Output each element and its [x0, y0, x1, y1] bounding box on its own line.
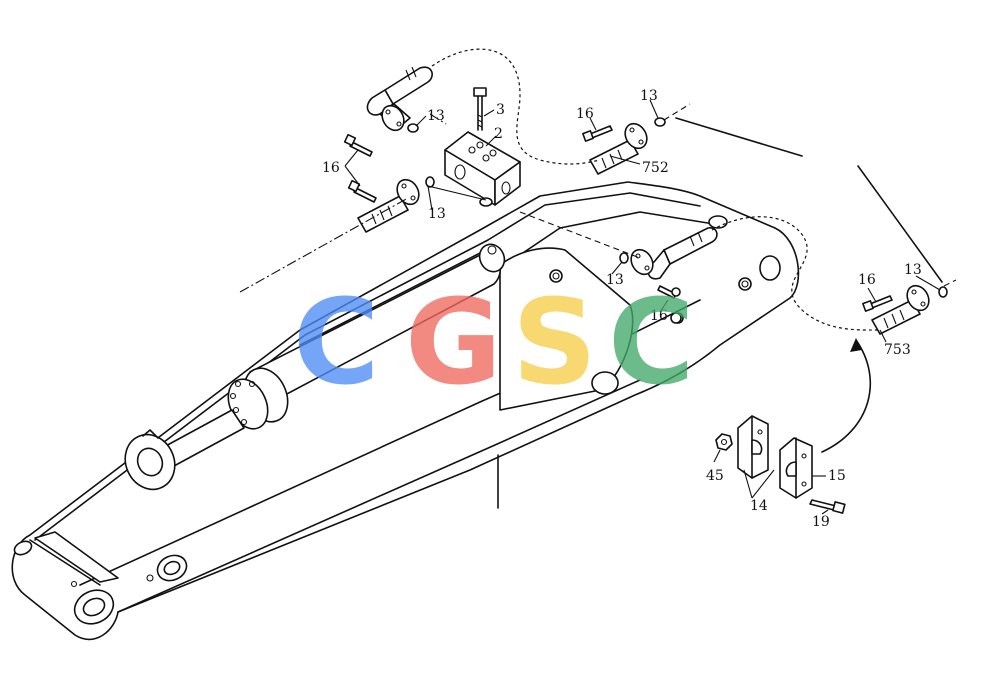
- label-2: 2: [494, 126, 503, 142]
- label-16-752: 16: [576, 106, 594, 122]
- hose-routing: [239, 48, 957, 453]
- label-14: 14: [750, 498, 768, 514]
- fitting-left: [357, 178, 420, 233]
- bolt-3: [473, 87, 487, 131]
- watermark-letter-c1: C: [293, 273, 380, 411]
- label-13-752: 13: [640, 88, 658, 104]
- label-15: 15: [828, 468, 846, 484]
- valve-block-2: [444, 131, 521, 206]
- label-753: 753: [884, 342, 911, 358]
- nut-45: [715, 433, 733, 451]
- part-labels: 2 3 13 13 13 13 13 14 15 16 16 16 16 19 …: [322, 88, 922, 530]
- label-16-right: 16: [858, 272, 876, 288]
- label-3: 3: [496, 102, 505, 118]
- watermark-letter-c2: C: [608, 273, 695, 411]
- bolt-16-group: [343, 125, 893, 324]
- label-45: 45: [706, 468, 724, 484]
- fitting-middle-elbow: [630, 227, 718, 280]
- fitting-753: [871, 284, 930, 335]
- label-752: 752: [642, 160, 669, 176]
- o-ring-13-group: [407, 117, 948, 298]
- label-13-top: 13: [427, 108, 445, 124]
- label-13-right: 13: [904, 262, 922, 278]
- cgsc-watermark: C G S C: [293, 273, 695, 411]
- bolt-19: [809, 499, 846, 514]
- seal-ring: [479, 197, 493, 207]
- label-13-middle: 13: [606, 272, 624, 288]
- fitting-top-left: [366, 66, 433, 132]
- clamp-half-15: [779, 437, 813, 499]
- watermark-letter-g: G: [405, 273, 502, 411]
- boom-arm: [11, 181, 800, 641]
- label-16-left: 16: [322, 160, 340, 176]
- label-19: 19: [812, 514, 830, 530]
- watermark-letter-s: S: [512, 273, 597, 411]
- clamp-half-14: [737, 415, 769, 479]
- hydraulic-cylinder: [124, 243, 506, 491]
- label-13-left: 13: [428, 206, 446, 222]
- label-16-middle: 16: [650, 308, 668, 324]
- leader-lines: [344, 99, 941, 515]
